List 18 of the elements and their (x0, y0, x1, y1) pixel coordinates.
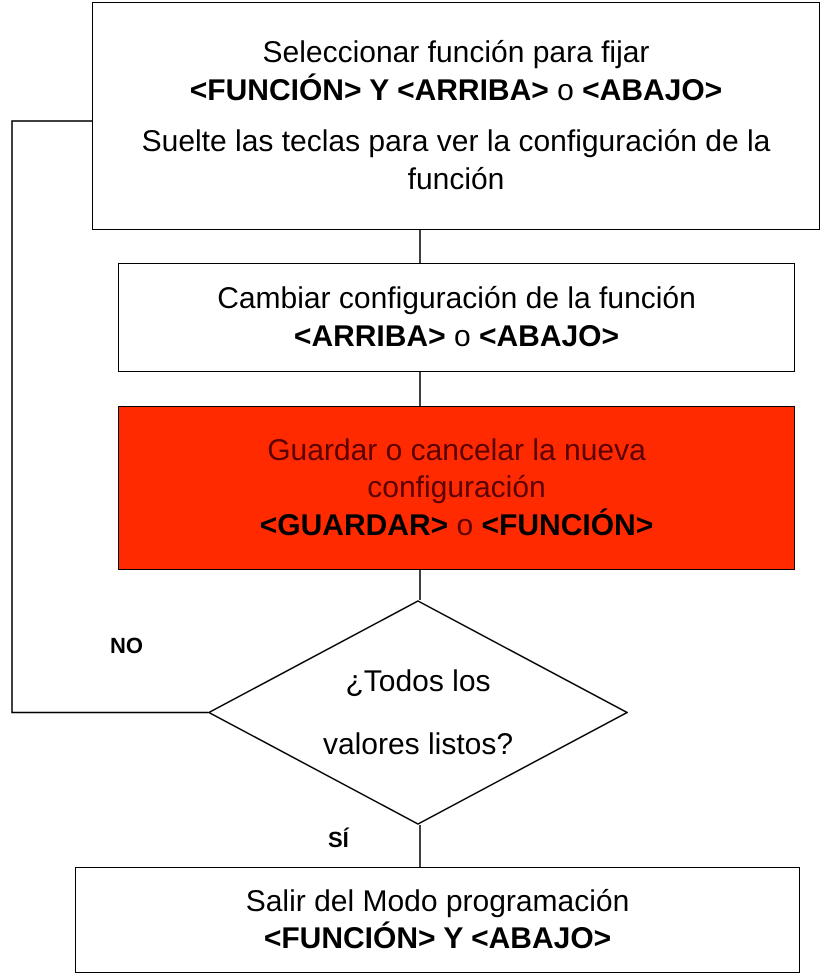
edge-label: NO (110, 632, 143, 658)
connector-line (419, 570, 421, 600)
decision-diamond (208, 600, 628, 825)
process-box (118, 406, 795, 570)
node-text: Seleccionar función para fijar <FUNCIÓN> Y <ARRIBA> o <ABAJO> (188, 35, 724, 108)
process-box (118, 263, 795, 372)
connector-line (419, 230, 421, 263)
node-text: Guardar o cancelar la nueva configuración <GUARDAR> o <FUNCIÓN> (258, 432, 654, 544)
process-box (75, 867, 800, 973)
connector-line (419, 372, 421, 406)
connector-line (419, 825, 421, 867)
node-text: ¿Todos los valores listos? (322, 664, 514, 762)
process-box (92, 2, 820, 230)
node-text: Suelte las teclas para ver la configuración de la función (140, 124, 772, 198)
connector-line (11, 120, 208, 714)
node-text: Salir del Modo programación <FUNCIÓN> Y <ABAJO> (244, 884, 630, 957)
edge-label: SÍ (328, 827, 349, 853)
node-text: Cambiar configuración de la función <ARRIBA> o <ABAJO> (216, 281, 697, 354)
